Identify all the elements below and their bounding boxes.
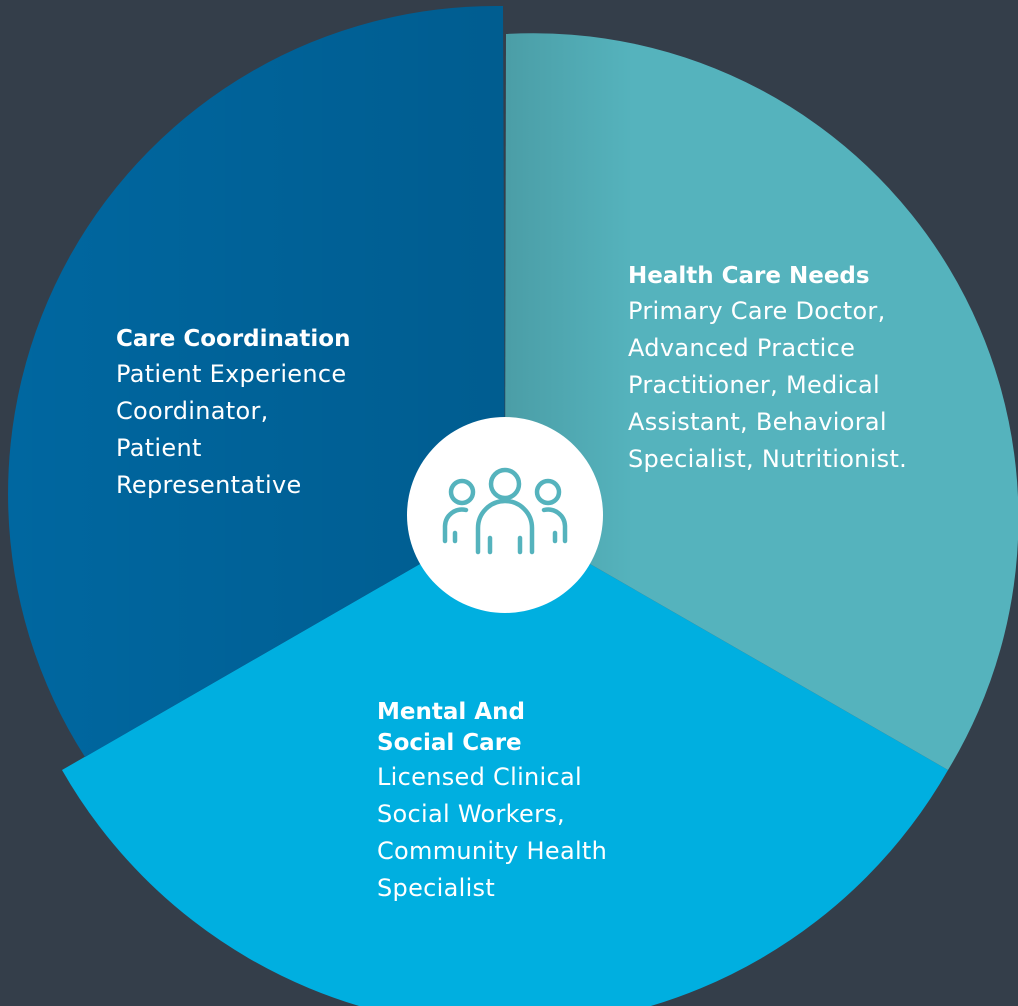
care-coordination-line: Patient	[116, 434, 202, 462]
care-coordination-title: Care Coordination	[116, 326, 351, 352]
health-care-needs-line: Practitioner, Medical	[628, 371, 881, 399]
health-care-needs-line: Assistant, Behavioral	[628, 408, 887, 436]
mental-social-care-title: Social Care	[377, 730, 522, 756]
mental-social-care-line: Community Health	[377, 837, 608, 865]
health-care-needs-line: Specialist, Nutritionist.	[628, 445, 908, 473]
health-care-needs-line: Advanced Practice	[628, 334, 856, 362]
care-coordination-line: Patient Experience	[116, 360, 347, 388]
health-care-needs-title: Health Care Needs	[628, 263, 870, 289]
health-care-needs-text: Health Care Needs Primary Care Doctor, A…	[628, 259, 958, 478]
mental-social-care-line: Specialist	[377, 874, 496, 902]
mental-social-care-segment	[62, 515, 948, 1006]
mental-social-care-text: Mental And Social Care Licensed Clinical…	[377, 697, 647, 907]
mental-social-care-line: Licensed Clinical	[377, 763, 582, 791]
health-care-needs-line: Primary Care Doctor,	[628, 297, 886, 325]
care-coordination-text: Care Coordination Patient Experience Coo…	[116, 322, 386, 504]
care-coordination-shade	[8, 5, 505, 758]
health-care-needs-shade	[505, 33, 1018, 770]
mental-social-care-title: Mental And	[377, 699, 525, 725]
mental-social-care-line: Social Workers,	[377, 800, 565, 828]
care-coordination-line: Representative	[116, 471, 302, 499]
center-circle	[407, 417, 603, 613]
people-group-icon	[442, 467, 568, 555]
care-coordination-line: Coordinator,	[116, 397, 269, 425]
